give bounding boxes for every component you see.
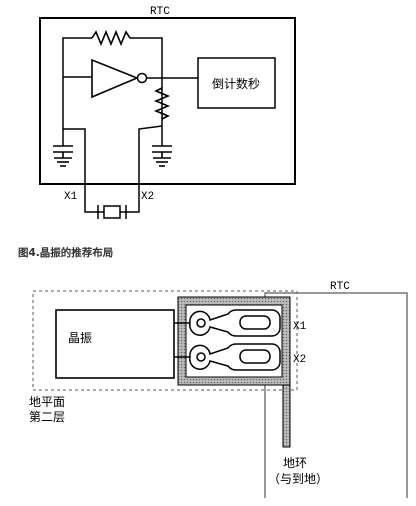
ground-plane-label-2: 第二层 <box>29 410 65 424</box>
rtc-label: RTC <box>150 6 170 18</box>
ground-plane-outline <box>32 290 298 391</box>
feedback-wire <box>62 37 92 129</box>
countdown-box <box>197 57 276 109</box>
inverter-gate <box>91 58 140 99</box>
bottom-rtc-label: RTC <box>330 281 350 293</box>
ground-plane-label-1: 地平面 <box>29 395 65 409</box>
rtc-box <box>39 17 296 185</box>
ground-ring-trace <box>282 384 291 448</box>
feedback-resistor <box>91 29 131 47</box>
countdown-label: 倒计数秒 <box>212 76 260 91</box>
ground-ring-label-1: 地环 <box>283 456 307 470</box>
figure-caption: 图4.晶振的推荐布局 <box>18 246 113 259</box>
x1-trace-pad <box>189 309 281 337</box>
left-ground-capacitor <box>53 145 73 167</box>
bottom-pin-x2-label: X2 <box>293 354 306 366</box>
ground-ring-label-2: （与到地） <box>268 472 328 486</box>
rtc-chip-outline <box>264 292 408 498</box>
series-resistor <box>153 87 171 120</box>
crystal-body <box>55 309 175 379</box>
feedback-wire-right <box>130 37 163 126</box>
right-ground-capacitor <box>152 145 172 167</box>
inverter-bubble <box>136 72 148 84</box>
x2-wire <box>132 125 163 213</box>
crystal-label: 晶振 <box>68 331 92 345</box>
crystal-symbol <box>97 205 132 219</box>
pin-x1-label: X1 <box>64 191 78 203</box>
bottom-pin-x1-label: X1 <box>293 321 307 333</box>
x2-trace-pad <box>189 343 281 371</box>
pin-x2-label: X2 <box>141 191 154 203</box>
bottom-layout-diagram: RTC 晶振 X1 X2 地平面 第二层 地环 （与到地） <box>29 281 408 498</box>
top-oscillator-diagram: RTC 倒计数秒 <box>39 6 296 219</box>
x1-wire <box>63 128 98 213</box>
